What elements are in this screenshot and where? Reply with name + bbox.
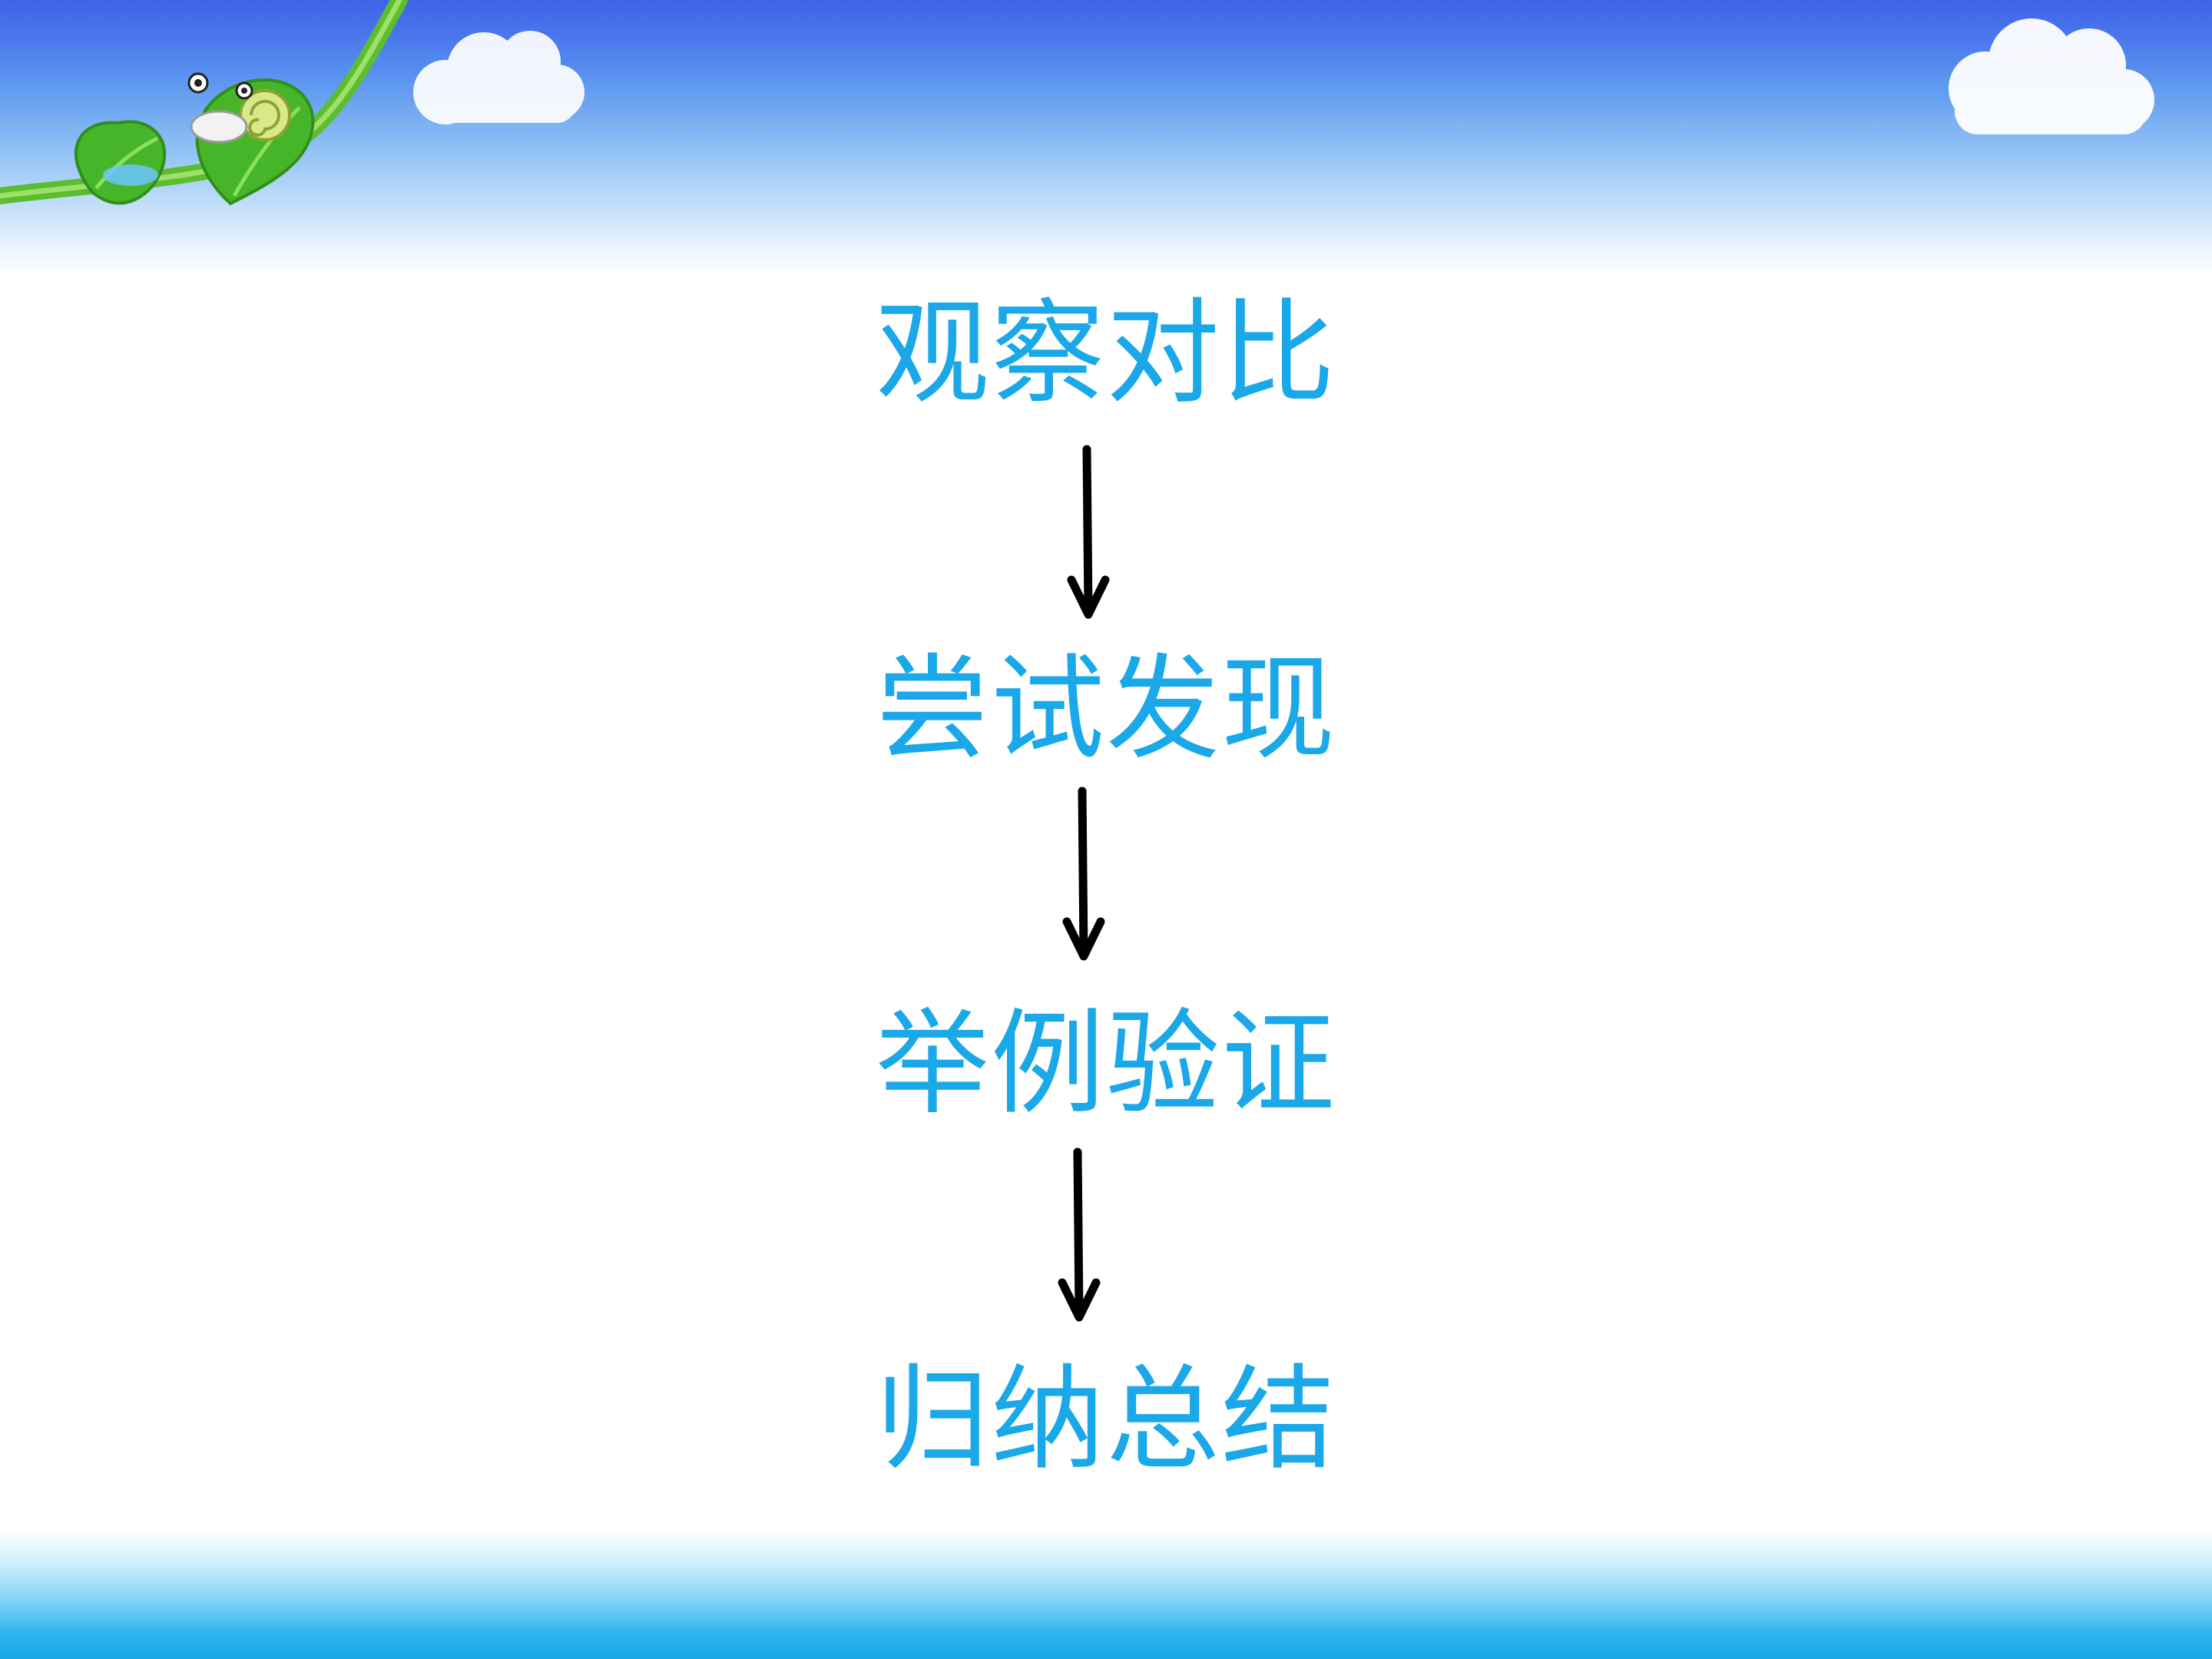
step-example-verify: 举例验证 [876,998,1336,1130]
leaf-icon [75,120,167,205]
step-try-discover: 尝试发现 [876,643,1336,775]
arrow-1 [1067,445,1110,619]
bottom-gradient-band [0,1528,2212,1659]
step-observe-compare: 观察对比 [876,287,1336,419]
snail-icon [187,72,291,144]
cloud-icon [1949,18,2154,134]
arrow-2 [1062,786,1105,961]
cloud-icon [413,31,584,124]
header-decoration [0,0,2154,206]
arrow-3 [1058,1147,1101,1322]
step-induce-summarize: 归纳总结 [876,1353,1336,1485]
